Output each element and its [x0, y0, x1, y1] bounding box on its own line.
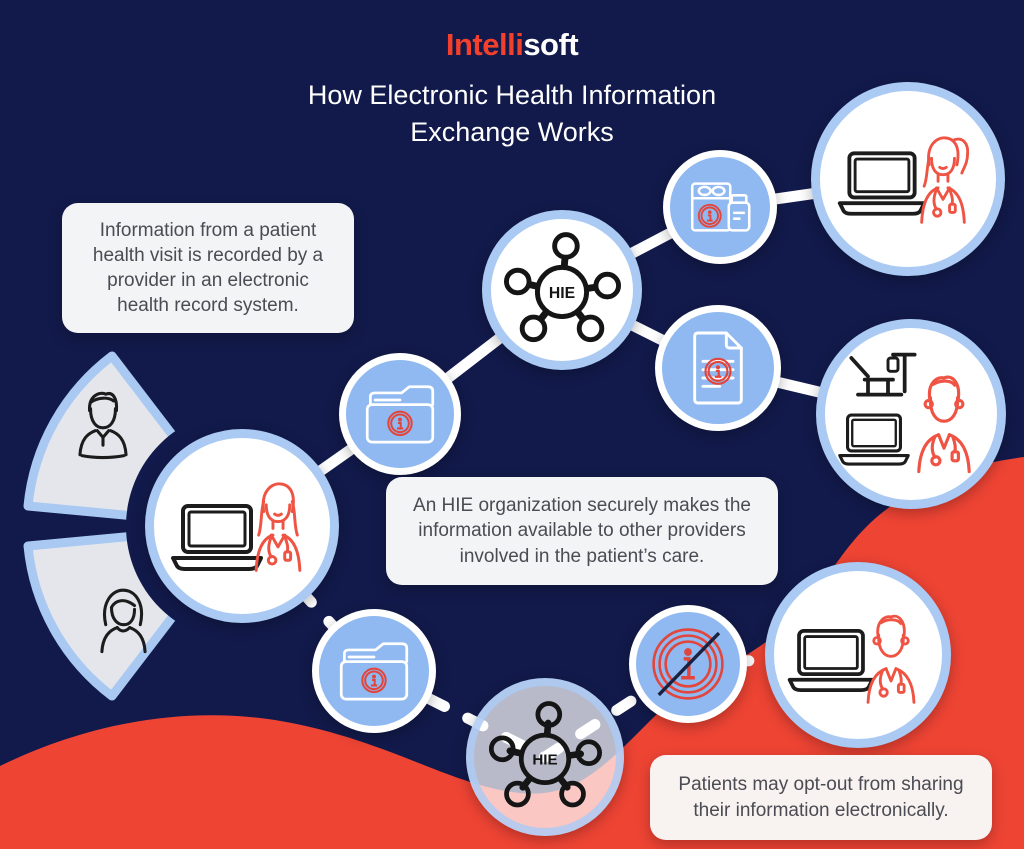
opt-out-slash [657, 631, 721, 697]
node-folder-bottom [312, 609, 436, 733]
wedge-patient-male [55, 385, 151, 461]
hie-network-icon: HIE [488, 701, 602, 808]
patient-male-icon [78, 391, 128, 460]
document-info-icon [693, 331, 743, 405]
hie-hub-label: HIE [532, 752, 557, 769]
wedge-patient-female [75, 580, 171, 656]
hie-network-icon: HIE [503, 232, 621, 343]
node-provider-nurse [811, 82, 1005, 276]
node-document [655, 305, 781, 431]
card-record: Information from a patient health visit … [62, 203, 354, 333]
node-hie-hub: HIE [482, 210, 642, 370]
hospital-bed-iv-icon [849, 352, 917, 397]
node-provider-ehr [145, 429, 339, 623]
card-record-text: Information from a patient health visit … [92, 219, 324, 317]
info-opt-out-icon [652, 628, 724, 700]
logo-part-white: soft [523, 27, 579, 62]
medication-info-icon [690, 182, 751, 232]
doctor-icon [866, 614, 916, 704]
header: Intellisoft How Electronic Health Inform… [0, 0, 1024, 151]
node-info-blocked [629, 605, 747, 723]
card-hie-share-text: An HIE organization securely makes the i… [413, 495, 751, 567]
card-opt-out: Patients may opt-out from sharing their … [650, 755, 992, 840]
nurse-icon [920, 136, 970, 224]
page-title: How Electronic Health Information Exchan… [0, 77, 1024, 151]
card-hie-share: An HIE organization securely makes the i… [386, 477, 778, 585]
folder-info-icon [339, 642, 409, 701]
laptop-icon [837, 151, 927, 216]
card-opt-out-text: Patients may opt-out from sharing their … [678, 774, 964, 821]
hie-hub-label: HIE [549, 285, 575, 302]
laptop-icon [171, 504, 263, 571]
doctor-icon [917, 375, 971, 474]
logo-part-red: Intelli [445, 27, 524, 62]
red-wave-shape [0, 457, 1024, 849]
node-folder-top [339, 353, 461, 475]
folder-info-icon [365, 385, 435, 444]
title-line-2: Exchange Works [410, 117, 614, 147]
laptop-icon [787, 629, 875, 693]
laptop-icon [838, 413, 910, 466]
title-line-1: How Electronic Health Information [307, 80, 717, 110]
node-provider-optout [765, 562, 951, 748]
node-hie-hub-optout: HIE [466, 678, 624, 836]
node-provider-hospital [816, 319, 1006, 509]
female-doctor-icon [254, 482, 302, 572]
patient-female-icon [100, 588, 147, 654]
intellisoft-logo: Intellisoft [0, 27, 1024, 63]
node-medication [663, 150, 777, 264]
